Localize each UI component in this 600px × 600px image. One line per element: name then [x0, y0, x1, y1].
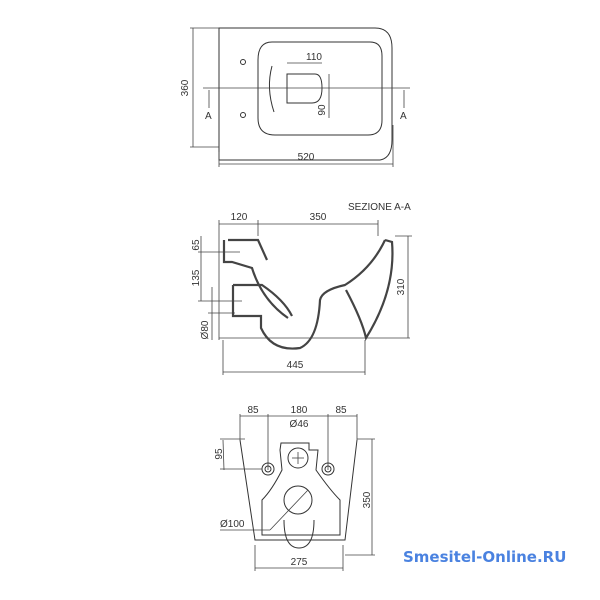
rear-width-dim: 275	[291, 557, 308, 568]
length-dim: 445	[287, 360, 304, 371]
section-view: SEZIONE A-A 120 350 310 65 135 Ø80 445	[191, 202, 412, 375]
dim-135: 135	[191, 269, 202, 286]
outlet	[283, 485, 313, 515]
dim-95: 95	[214, 448, 225, 460]
seat-depth-dim: 90	[317, 104, 328, 116]
bowl-profile	[231, 239, 386, 350]
outlet-spigot	[283, 519, 315, 549]
rear-height-dim: 350	[362, 491, 373, 508]
fixing-hole	[240, 59, 246, 65]
fixing-hole-right	[321, 462, 335, 476]
rear-outline	[239, 439, 358, 541]
dim-46: Ø46	[290, 419, 309, 430]
inlet-pipe	[233, 283, 293, 317]
dim-100: Ø100	[220, 519, 245, 530]
dim-180: 180	[291, 405, 308, 416]
section-title: SEZIONE A-A	[348, 202, 411, 213]
dim-85-left: 85	[247, 405, 259, 416]
width-dim: 520	[298, 152, 315, 163]
watermark: Smesitel-Online.RU	[403, 548, 566, 566]
dim-65: 65	[191, 239, 202, 251]
fixing-hole	[240, 112, 246, 118]
seat-width-dim: 110	[306, 52, 322, 63]
top-outline	[218, 27, 393, 161]
section-label-right: A	[400, 111, 407, 122]
dim-120: 120	[231, 212, 248, 223]
top-view: A A 360 520 110 90	[180, 27, 410, 167]
rear-inner	[261, 442, 341, 536]
height-dim: 310	[396, 278, 407, 295]
dim-80: Ø80	[200, 320, 211, 339]
depth-dim: 360	[180, 79, 191, 96]
water-inlet	[287, 447, 309, 469]
rear-view: 85 180 85 Ø46 95 350 Ø100 275	[214, 405, 375, 571]
dim-85-right: 85	[335, 405, 347, 416]
section-label-left: A	[205, 111, 212, 122]
bowl-opening	[286, 73, 323, 104]
trap-outline	[345, 238, 394, 341]
section-top-rim	[228, 238, 269, 261]
section-upper-wall	[222, 240, 289, 319]
rim-arc	[268, 65, 275, 113]
seat-outline	[257, 41, 383, 136]
dim-350: 350	[310, 212, 327, 223]
